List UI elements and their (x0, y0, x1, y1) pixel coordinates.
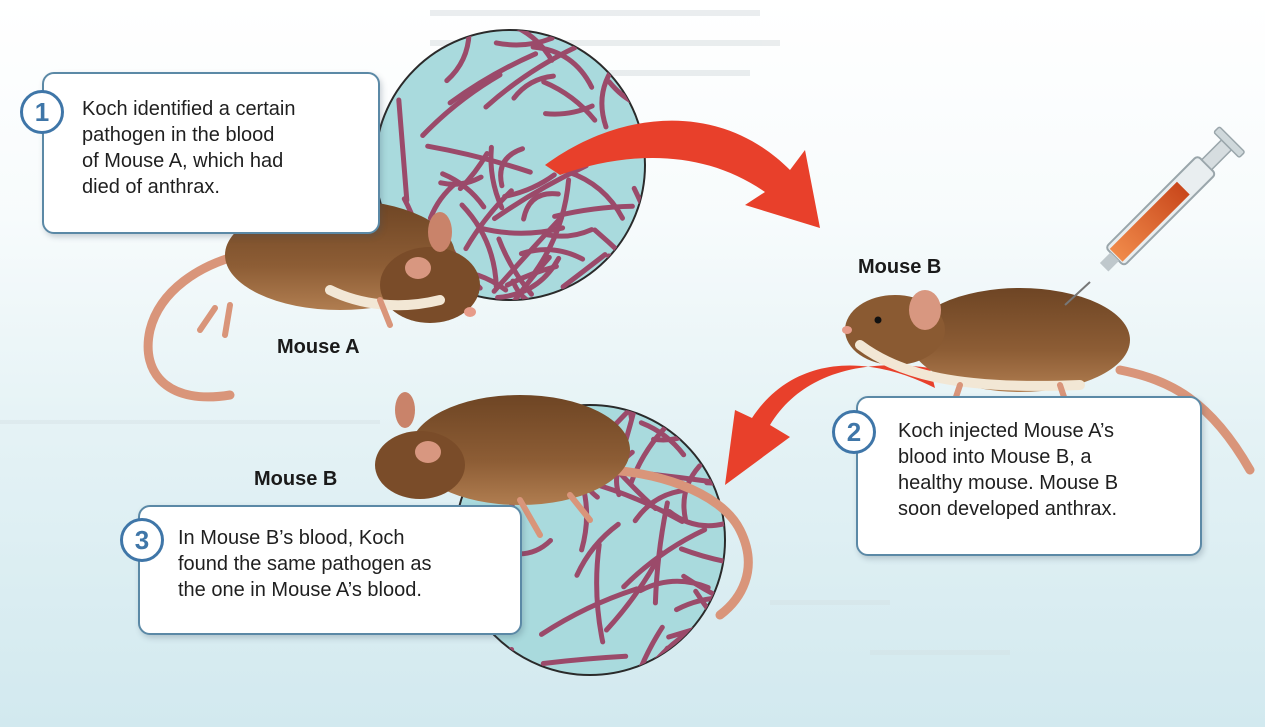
bacterium-rod (502, 172, 557, 199)
bacterium-rod (420, 72, 503, 138)
bacterium-rod (425, 143, 533, 175)
bacterium-rod (491, 215, 564, 294)
step-2-number-badge: 2 (832, 410, 876, 454)
bacterium-rod (620, 405, 634, 421)
bacterium-rod (693, 588, 725, 672)
step-2-text: Koch injected Mouse A’s blood into Mouse… (898, 418, 1198, 522)
bacterium-rod (493, 35, 555, 48)
step-1-number-badge: 1 (20, 90, 64, 134)
bacterium-rod (485, 30, 555, 63)
step-3-number-badge: 3 (120, 518, 164, 562)
bacterium-rod (637, 578, 711, 594)
step-2-line: soon developed anthrax. (898, 498, 1118, 520)
step-3-line: In Mouse B’s blood, Koch (178, 527, 405, 549)
bacterium-rod (620, 624, 665, 675)
bacterium-rod (438, 174, 484, 187)
bacterium-rod (552, 203, 635, 219)
bacterium-rod (574, 521, 621, 578)
arrow-step1-to-step2 (545, 120, 820, 228)
step-2-line: Koch injected Mouse A’s (898, 420, 1115, 442)
step-3-box: In Mouse B’s blood, Koch found the same … (138, 505, 522, 635)
step-3-line: the one in Mouse A’s blood. (178, 579, 422, 601)
bacterium-rod (444, 30, 472, 84)
mouse-a-label: Mouse A (277, 336, 360, 358)
bacterium-rod (638, 420, 687, 458)
bacterium-rod (606, 253, 645, 280)
bacterium-rod (704, 480, 725, 492)
mouse-b-sick-label: Mouse B (254, 468, 338, 490)
bacterium-rod (459, 202, 499, 290)
step-2-box: Koch injected Mouse A’s blood into Mouse… (856, 396, 1202, 556)
bacterium-rod (530, 44, 595, 90)
bacterium-rod (440, 171, 487, 210)
bacterium-rod (544, 227, 595, 239)
step-1-line: pathogen in the blood (82, 124, 275, 146)
step-1-line: died of anthrax. (82, 176, 220, 198)
bacterium-rod (504, 263, 559, 288)
syringe-illustration (1064, 126, 1245, 306)
bacterium-rod (476, 225, 566, 236)
bacterium-rod (483, 45, 578, 110)
bacterium-rod (528, 177, 572, 280)
bacterium-rod (447, 51, 539, 106)
mouse-b-healthy-label: Mouse B (858, 256, 942, 278)
step-2-line: healthy mouse. Mouse B (898, 472, 1119, 494)
bacterium-rod (498, 146, 525, 189)
bacterium-rod (594, 542, 606, 645)
bacterium-rod (560, 252, 608, 290)
bacterium-rod (396, 97, 410, 203)
bacterium-rod (543, 103, 595, 117)
mouse-b-sick-illustration (375, 392, 753, 620)
bacterium-rod (511, 73, 556, 101)
bacterium-rod (521, 191, 561, 222)
bacterium-rod (492, 163, 589, 222)
bacterium-rod (539, 586, 640, 637)
step-3-text: In Mouse B’s blood, Koch found the same … (178, 525, 518, 603)
bacterium-rod (631, 185, 645, 283)
step-2-line: blood into Mouse B, a (898, 446, 1092, 468)
arrow-step2-to-step3 (725, 365, 935, 485)
step-1-line: of Mouse A, which had (82, 150, 284, 172)
bacterium-rod (541, 79, 598, 123)
step-1-box: Koch identified a certain pathogen in th… (42, 72, 380, 234)
step-1-line: Koch identified a certain (82, 98, 296, 120)
bacterium-rod (427, 180, 459, 221)
bacterium-rod (540, 653, 629, 666)
bacterium-rod (565, 169, 625, 221)
bacterium-rod (678, 546, 725, 570)
bacterium-rod (510, 278, 557, 300)
step-3-line: found the same pathogen as (178, 553, 432, 575)
step-1-text: Koch identified a certain pathogen in th… (82, 96, 372, 200)
bacterium-rod (604, 550, 664, 633)
